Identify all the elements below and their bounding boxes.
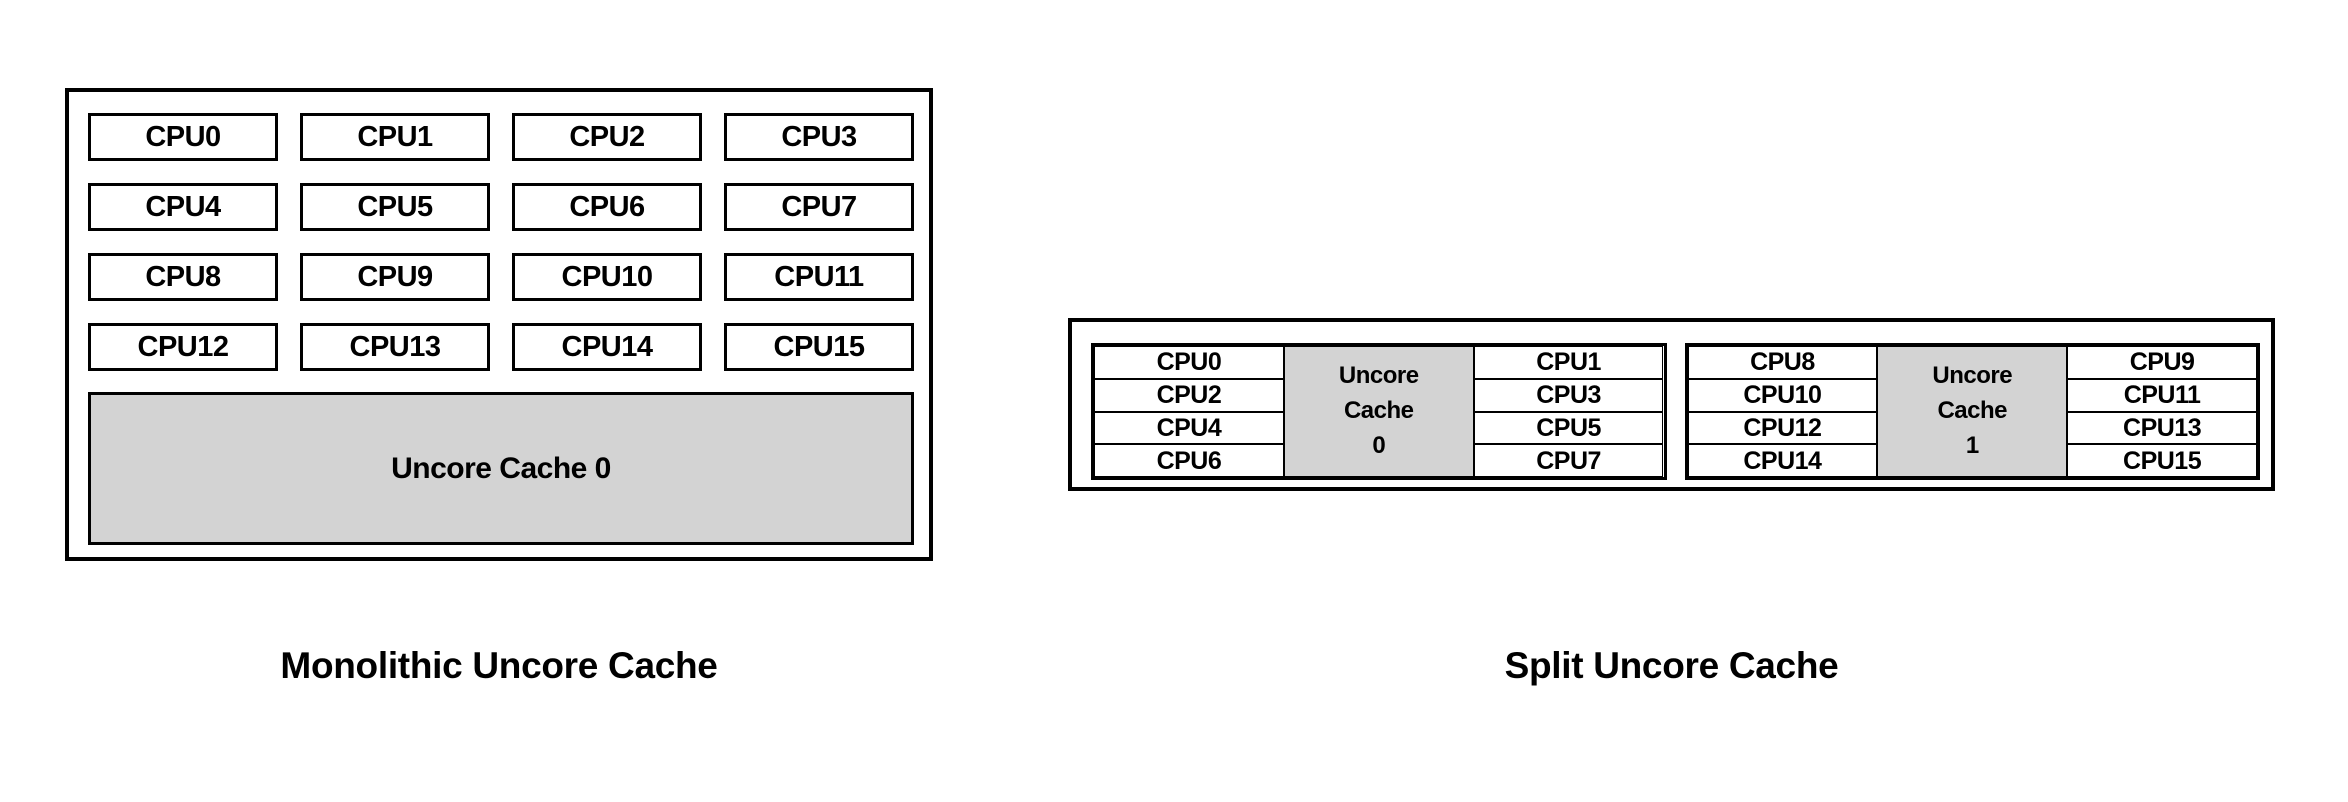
cpu-box: CPU13: [2067, 411, 2257, 445]
cpu-label: CPU13: [2123, 413, 2202, 442]
monolithic-socket-boundary: CPU0 CPU1 CPU2 CPU3 CPU4 CPU5 CPU6 CPU7 …: [65, 88, 933, 561]
uncore-cache-block: Uncore Cache 1: [1877, 346, 2068, 477]
cpu-label: CPU0: [145, 120, 221, 153]
cpu-box: CPU14: [512, 323, 702, 371]
cpu-box: CPU4: [88, 183, 278, 231]
cpu-label: CPU10: [1743, 381, 1822, 409]
cpu-label: CPU4: [145, 190, 221, 223]
cpu-box: CPU0: [1094, 346, 1284, 379]
cpu-box: CPU8: [88, 253, 278, 301]
cpu-box: CPU0: [88, 113, 278, 161]
split-group-1: CPU8 Uncore Cache 1 CPU9 CPU10 CPU11 CPU…: [1684, 343, 2260, 480]
cpu-box: CPU9: [2067, 346, 2257, 379]
cpu-label: CPU11: [2123, 381, 2201, 409]
monolithic-caption: Monolithic Uncore Cache: [280, 645, 718, 686]
cpu-label: CPU2: [1156, 381, 1222, 409]
cpu-box: CPU1: [300, 113, 490, 161]
cpu-box: CPU8: [1687, 346, 1878, 379]
cpu-box: CPU6: [1094, 444, 1284, 477]
cpu-label: CPU10: [561, 260, 654, 293]
uncore-cache-block: Uncore Cache 0: [1283, 346, 1474, 477]
cpu-label: CPU5: [357, 190, 433, 223]
cpu-label: CPU12: [137, 330, 230, 363]
cpu-box: CPU10: [512, 253, 702, 301]
cpu-box: CPU13: [300, 323, 490, 371]
cpu-label: CPU3: [781, 120, 857, 153]
cpu-label: CPU15: [773, 330, 866, 363]
uncore-cache-label-line1: Uncore: [1932, 362, 2013, 390]
cpu-box: CPU15: [2067, 444, 2257, 477]
cpu-label: CPU8: [145, 260, 221, 293]
cpu-box: CPU11: [2067, 378, 2257, 412]
split-group-0: CPU0 Uncore Cache 0 CPU1 CPU2 CPU3 CPU4 …: [1091, 343, 1667, 480]
cpu-label: CPU15: [2123, 446, 2202, 475]
cpu-label: CPU13: [349, 330, 442, 363]
cpu-box: CPU1: [1473, 346, 1664, 379]
cpu-box: CPU14: [1687, 444, 1878, 477]
monolithic-cpu-grid: CPU0 CPU1 CPU2 CPU3 CPU4 CPU5 CPU6 CPU7 …: [88, 113, 914, 371]
cpu-label: CPU0: [1156, 348, 1222, 377]
cpu-label: CPU9: [357, 260, 433, 293]
uncore-cache-label-line2: Cache: [1343, 397, 1414, 425]
cpu-box: CPU7: [1473, 444, 1664, 477]
uncore-cache-label-line2: Cache: [1937, 397, 2008, 425]
cpu-box: CPU5: [1473, 411, 1664, 445]
cpu-box: CPU5: [300, 183, 490, 231]
cpu-label: CPU12: [1743, 413, 1822, 442]
cpu-label: CPU3: [1536, 381, 1601, 409]
split-cache-groups: CPU0 Uncore Cache 0 CPU1 CPU2 CPU3 CPU4 …: [1091, 343, 2260, 480]
cpu-label: CPU4: [1156, 413, 1222, 442]
cpu-label: CPU11: [774, 260, 864, 293]
cpu-box: CPU3: [1473, 378, 1664, 412]
cpu-label: CPU6: [1156, 446, 1222, 475]
cpu-label: CPU6: [569, 190, 645, 223]
uncore-cache-label: Uncore Cache 0: [391, 451, 611, 485]
cpu-box: CPU6: [512, 183, 702, 231]
uncore-cache-label-line3: 1: [1965, 431, 1979, 459]
split-caption: Split Uncore Cache: [1504, 645, 1839, 686]
uncore-cache-label-line1: Uncore: [1338, 362, 1419, 390]
cpu-box: CPU3: [724, 113, 914, 161]
cpu-box: CPU2: [1094, 378, 1284, 412]
cpu-label: CPU7: [1536, 446, 1601, 475]
cpu-label: CPU7: [781, 190, 857, 223]
uncore-cache-block: Uncore Cache 0: [88, 392, 914, 545]
cpu-box: CPU15: [724, 323, 914, 371]
cpu-label: CPU5: [1536, 413, 1601, 442]
uncore-cache-label-line3: 0: [1372, 431, 1386, 459]
cpu-label: CPU8: [1750, 348, 1815, 377]
cpu-box: CPU2: [512, 113, 702, 161]
cpu-label: CPU1: [1536, 348, 1601, 377]
cpu-label: CPU14: [1743, 446, 1822, 475]
cpu-label: CPU2: [569, 120, 645, 153]
split-socket-boundary: CPU0 Uncore Cache 0 CPU1 CPU2 CPU3 CPU4 …: [1068, 318, 2275, 491]
cpu-box: CPU12: [1687, 411, 1878, 445]
cpu-label: CPU1: [357, 120, 433, 153]
cpu-box: CPU10: [1687, 378, 1878, 412]
cpu-label: CPU9: [2129, 348, 2195, 377]
cpu-box: CPU7: [724, 183, 914, 231]
cpu-box: CPU9: [300, 253, 490, 301]
cpu-box: CPU11: [724, 253, 914, 301]
cpu-box: CPU4: [1094, 411, 1284, 445]
cpu-label: CPU14: [561, 330, 654, 363]
cpu-box: CPU12: [88, 323, 278, 371]
